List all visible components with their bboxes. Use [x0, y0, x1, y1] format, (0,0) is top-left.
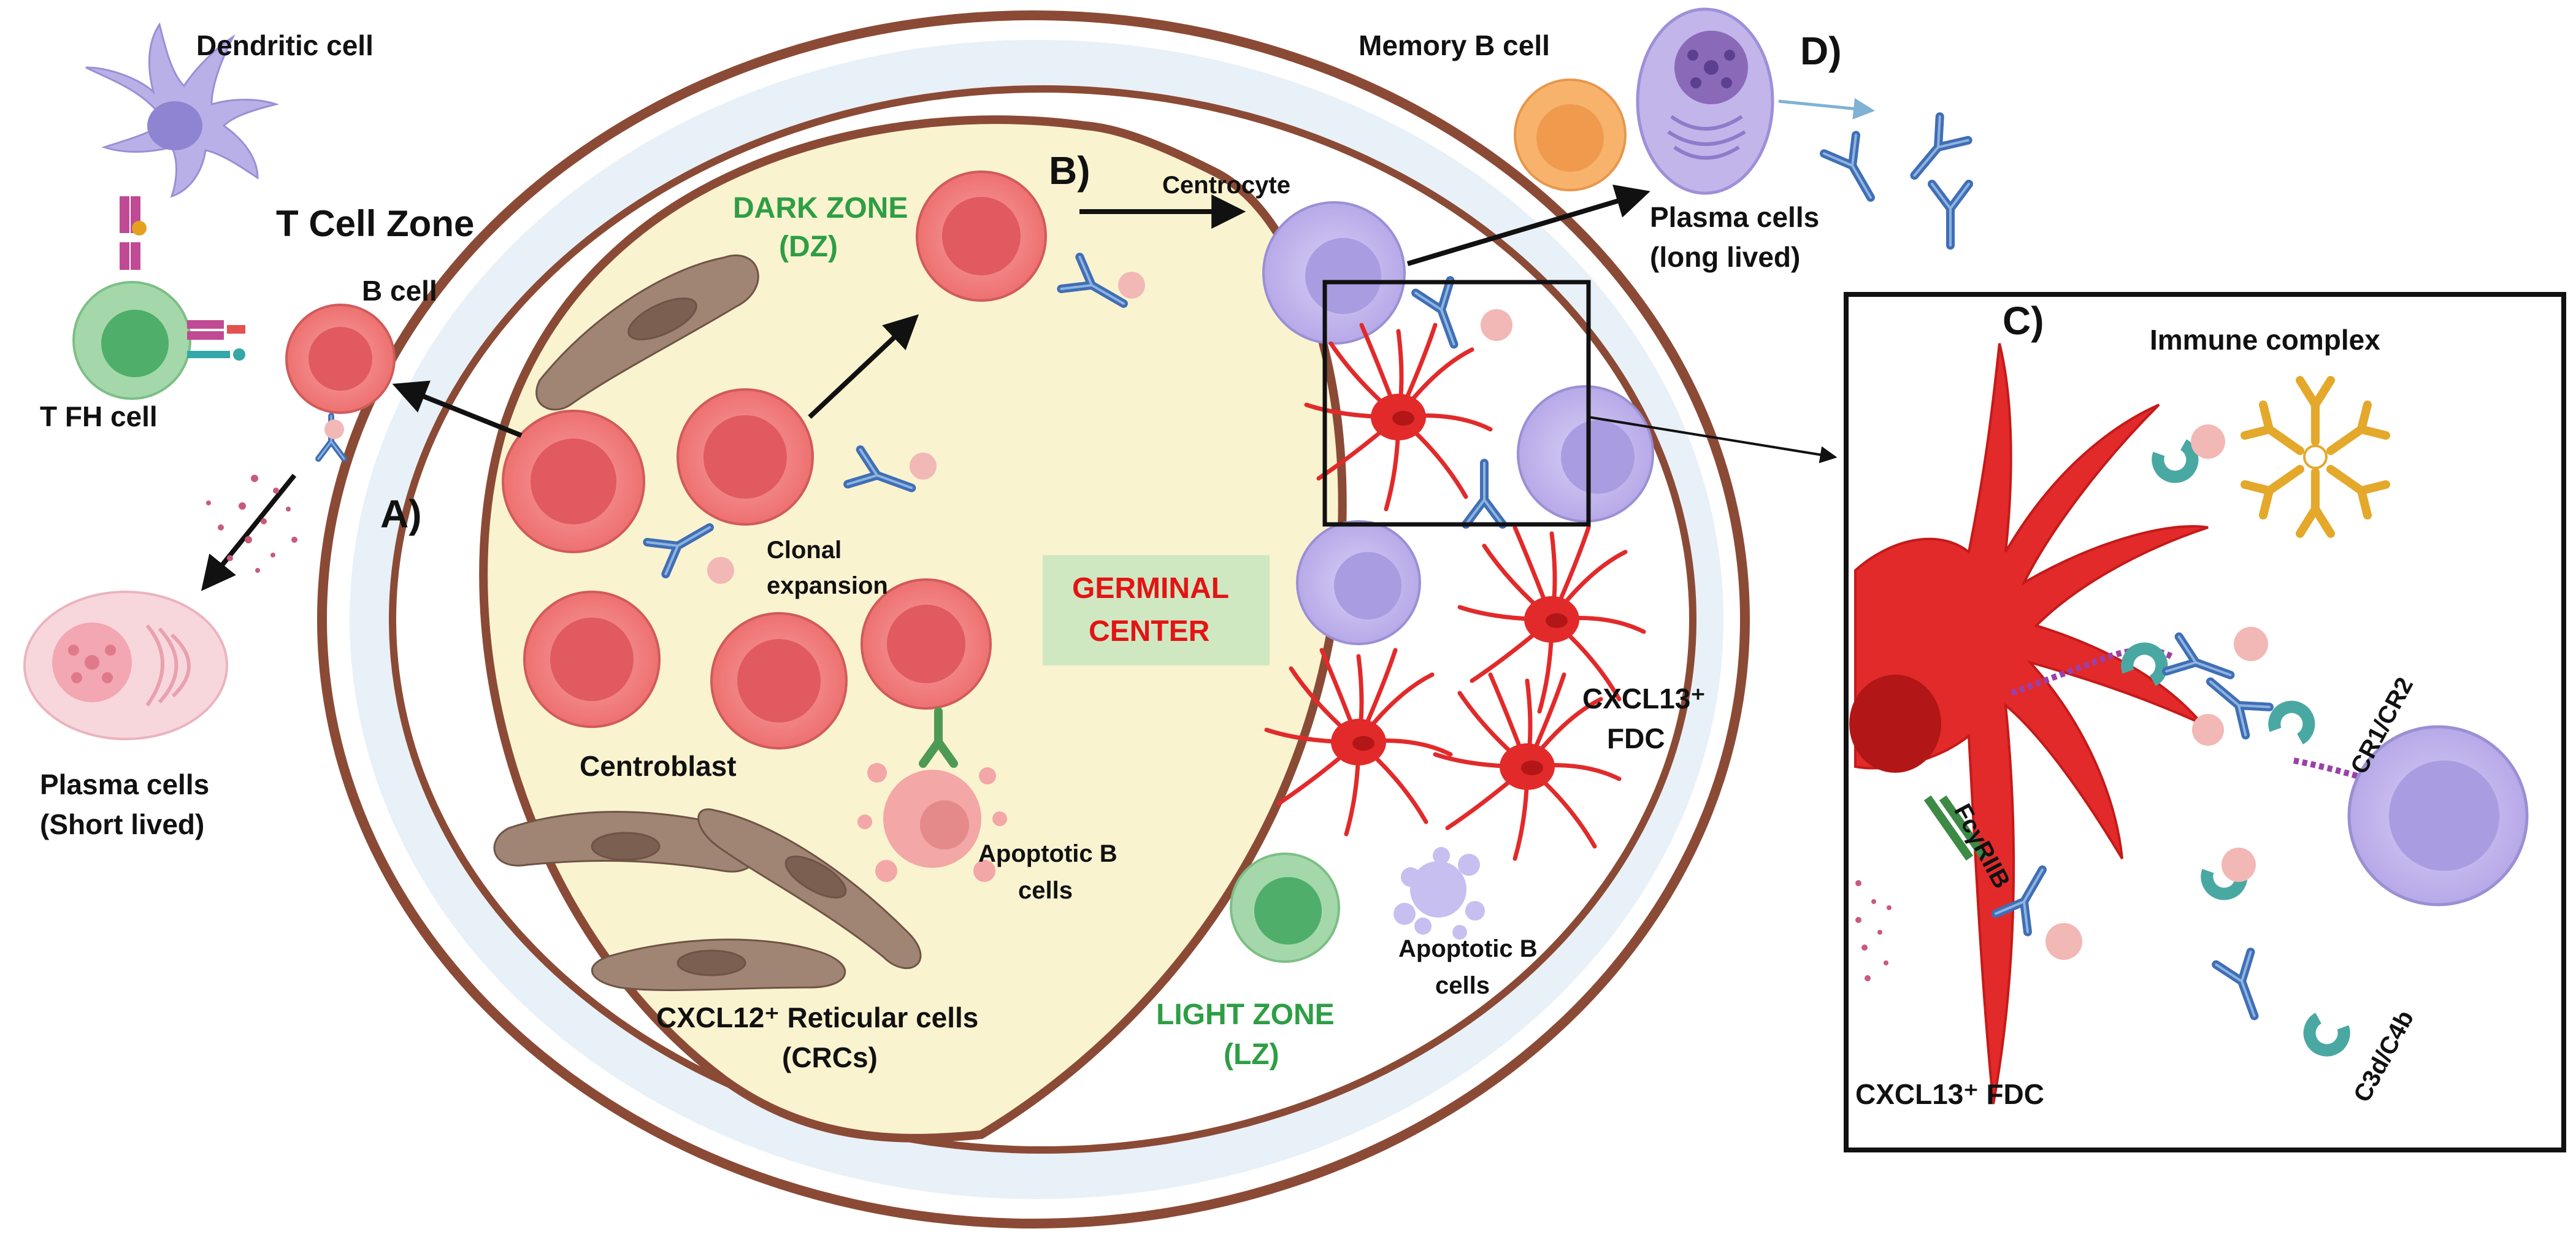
dark-zone-label-2: (DZ)	[779, 231, 838, 263]
crc-label-1: CXCL12⁺ Reticular cells	[656, 1002, 978, 1033]
antigen-icon	[2045, 923, 2082, 960]
complement-receptor-icon	[2152, 424, 2225, 483]
centrocyte-label: Centrocyte	[1162, 172, 1290, 199]
gc-label-2: CENTER	[1089, 615, 1209, 648]
complement-receptor-icon	[2201, 848, 2256, 900]
panel-a-label: A)	[380, 492, 422, 536]
gc-label-1: GERMINAL	[1072, 572, 1229, 605]
b-cell	[285, 304, 396, 414]
tfh-cell	[1230, 853, 1340, 963]
memory-b-cell	[1514, 79, 1627, 191]
apoptotic-lz-label-1: Apoptotic B	[1398, 935, 1538, 962]
light-zone-label-2: (LZ)	[1224, 1038, 1279, 1071]
centroblast-cell	[710, 612, 848, 749]
plasma-cell-short-lived	[23, 591, 228, 740]
apoptotic-b-cell	[857, 763, 1007, 882]
centroblast-cell	[523, 591, 661, 728]
fcgriib-receptor	[1923, 795, 1989, 861]
antibody-icon	[1900, 117, 1968, 187]
t-cell-zone-label: T Cell Zone	[276, 203, 474, 244]
antigen-icon	[2234, 627, 2268, 661]
mhc-tcr-complex	[120, 196, 147, 270]
clonal-label-1: Clonal	[767, 537, 841, 564]
tfh-cell	[72, 281, 191, 400]
plasma-cell-long-lived	[1636, 7, 1774, 195]
antigen-icon	[1481, 309, 1512, 341]
dendritic-cell-label: Dendritic cell	[196, 29, 374, 61]
antigen-icon	[2192, 714, 2224, 746]
antigen-icon	[1118, 272, 1145, 299]
complement-receptor-icon	[2303, 1013, 2350, 1057]
fdc-label-2: FDC	[1607, 722, 1665, 754]
apoptotic-dz-label-1: Apoptotic B	[978, 840, 1117, 867]
b-cell-cr	[2347, 725, 2529, 906]
zoom-selection-box	[1322, 280, 1591, 527]
reticular-cell	[591, 938, 846, 991]
centrocyte-cell	[1296, 520, 1421, 645]
centrocyte-cell	[1262, 201, 1406, 345]
reticular-cell	[493, 811, 759, 873]
plasma-long-label-1: Plasma cells	[1650, 201, 1819, 233]
centroblast-cell	[861, 578, 992, 710]
reticular-cell	[535, 254, 759, 411]
tfh-cell-label: T FH cell	[40, 400, 158, 432]
tfh-bcell-synapse	[187, 320, 245, 361]
antibody-icon	[1824, 135, 1887, 207]
centroblast-cell	[677, 388, 814, 526]
complement-receptor-icon	[2121, 642, 2168, 686]
apoptotic-dz-label-2: cells	[1018, 877, 1073, 904]
antigen-icon	[324, 420, 344, 439]
plasma-short-label-1: Plasma cells	[40, 768, 209, 800]
panel-c-label: C)	[2003, 299, 2044, 343]
panel-b-label: B)	[1049, 148, 1091, 193]
plasma-long-label-2: (long lived)	[1650, 241, 1800, 273]
immune-complex-label: Immune complex	[2150, 324, 2380, 356]
fdc-cell-large	[1849, 343, 2209, 1105]
immune-complex-icon	[2241, 376, 2390, 538]
apoptotic-lz-label-2: cells	[1435, 972, 1490, 999]
centrocyte-cell	[1517, 385, 1654, 523]
centroblast-cell	[502, 410, 645, 553]
complement-receptor-icon	[2268, 700, 2315, 745]
secretion-dots	[206, 475, 297, 573]
clonal-label-2: expansion	[767, 572, 888, 599]
centroblast-cell	[916, 171, 1047, 302]
light-zone-label-1: LIGHT ZONE	[1156, 998, 1335, 1031]
plasma-short-label-2: (Short lived)	[40, 808, 204, 840]
fdc-inset-label: CXCL13⁺ FDC	[1855, 1078, 2044, 1110]
antigen-icon	[707, 557, 734, 584]
crc-label-2: (CRCs)	[782, 1041, 878, 1073]
dendritic-cell	[85, 22, 280, 198]
apoptotic-b-cell	[1393, 847, 1485, 940]
antigen-icon	[910, 453, 937, 480]
reticular-cell	[697, 808, 922, 969]
dark-zone-label-1: DARK ZONE	[733, 192, 908, 224]
bcr-green-icon	[919, 707, 958, 768]
germinal-center-label-box	[1043, 555, 1270, 665]
centroblast-label: Centroblast	[580, 750, 737, 782]
fdc-label-1: CXCL13⁺	[1582, 683, 1706, 715]
b-cell-label: B cell	[362, 275, 437, 307]
antibody-icon	[1932, 184, 1969, 245]
memory-b-label: Memory B cell	[1359, 29, 1550, 61]
secretion-dots	[1855, 880, 1892, 981]
panel-d-label: D)	[1800, 29, 1842, 73]
